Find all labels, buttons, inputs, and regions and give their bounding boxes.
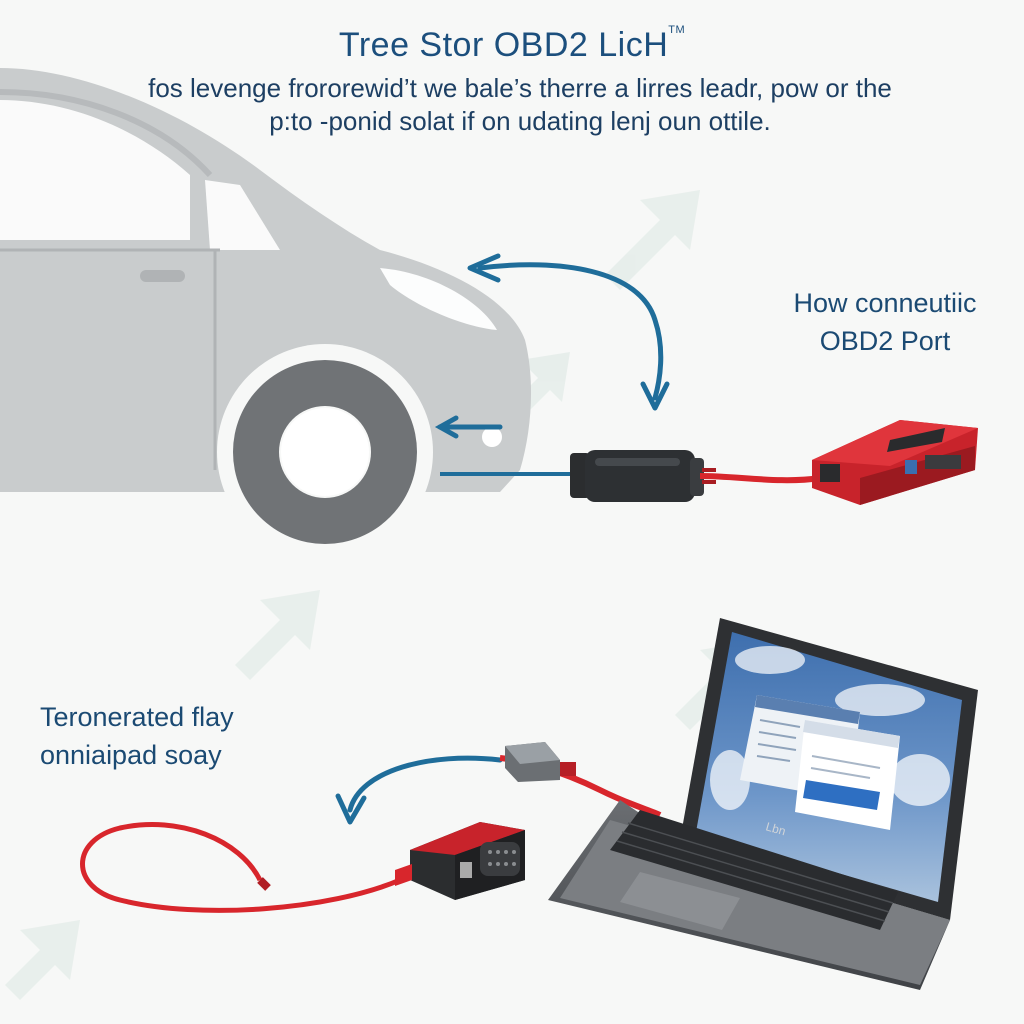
trademark-mark: TM bbox=[668, 24, 686, 36]
obd2-connector-icon bbox=[570, 450, 704, 502]
page-title: Tree Stor OBD2 LicHTM bbox=[0, 24, 1024, 65]
arrow-icon bbox=[335, 755, 503, 825]
cable-icon bbox=[699, 468, 821, 484]
car-icon bbox=[0, 68, 532, 560]
obd2-port-label-line-1: How conneutiic bbox=[793, 288, 977, 318]
obd2-scanner-icon bbox=[812, 420, 978, 505]
page-subtitle: fos levenge frororewid’t we bale’s therr… bbox=[110, 72, 930, 138]
laptop-brand-label: Lbn bbox=[764, 819, 787, 838]
arrow-icon bbox=[467, 253, 670, 411]
obd2-port-label: How conneutiic OBD2 Port bbox=[770, 284, 1000, 360]
obd2-port-label-line-2: OBD2 Port bbox=[819, 326, 951, 356]
subtitle-line-2: p:to -ponid solat if on udating lenj oun… bbox=[269, 106, 771, 136]
flay-label-line-1: Teronerated flay bbox=[40, 702, 234, 732]
obd2-scanner-icon bbox=[395, 822, 525, 900]
subtitle-line-1: fos levenge frororewid’t we bale’s therr… bbox=[148, 73, 892, 103]
arrow-icon bbox=[434, 415, 503, 439]
obd2-connector-icon bbox=[505, 742, 576, 782]
flay-label-line-2: onniaipad soay bbox=[40, 740, 222, 770]
laptop-icon bbox=[548, 618, 978, 990]
flay-label: Teronerated flay onniaipad soay bbox=[40, 698, 280, 774]
title-text: Tree Stor OBD2 LicH bbox=[338, 26, 669, 64]
